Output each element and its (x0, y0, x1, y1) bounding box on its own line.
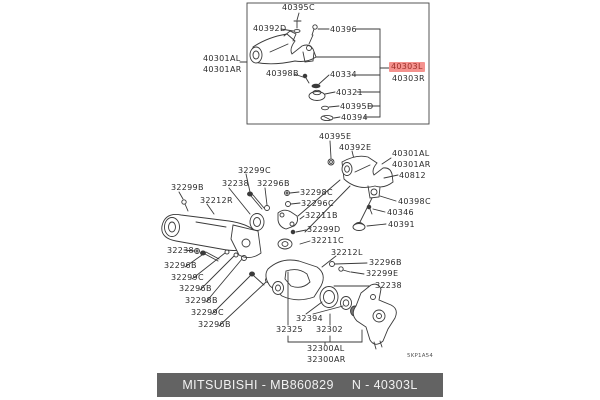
part-label: 32298B (185, 296, 218, 305)
part-label: 32299D (307, 225, 341, 234)
part-label: 32299C (238, 166, 271, 175)
part-label: 40396 (330, 25, 357, 34)
hub-knuckle-art (265, 255, 397, 350)
part-label: 32299C (191, 308, 224, 317)
mount-hardware-art (277, 190, 311, 250)
part-label: 40301AL (392, 149, 430, 158)
part-label: 32296B (198, 320, 231, 329)
part-label: 40394 (341, 113, 368, 122)
part-label: 32212L (331, 248, 363, 257)
part-label: 32394 (296, 314, 323, 323)
part-label: 32296B (179, 284, 212, 293)
part-label: 5KP1A54 (407, 353, 434, 359)
part-label: 32296B (164, 261, 197, 270)
part-label: 40303R (392, 74, 425, 83)
part-label: 32296B (369, 258, 402, 267)
part-label-highlighted: 40303L (389, 62, 425, 72)
part-label: 32296C (301, 199, 334, 208)
part-label: 40395D (340, 102, 374, 111)
part-label: 40392E (339, 143, 372, 152)
part-label: 32212R (200, 196, 233, 205)
part-label: 32299C (171, 273, 204, 282)
part-label: 40398B (266, 69, 299, 78)
part-label: 32302 (316, 325, 343, 334)
part-label: 40392D (253, 24, 287, 33)
part-label: 40391 (388, 220, 415, 229)
part-label: 32298C (300, 188, 333, 197)
part-label: 40812 (399, 171, 426, 180)
part-label: 40301AL (203, 54, 241, 63)
part-label: 40395C (282, 3, 315, 12)
part-label: 40334 (330, 70, 357, 79)
part-label: 32296B (257, 179, 290, 188)
part-label: 32300AL (307, 344, 345, 353)
footer-ref-number: N - 40303L (351, 378, 418, 392)
part-label: 32238 (167, 246, 194, 255)
part-label: 40301AR (203, 65, 242, 74)
rear-upper-arm-art (297, 140, 399, 233)
part-label: 32211C (311, 236, 344, 245)
part-label: 32238 (375, 281, 402, 290)
part-label: 40321 (336, 88, 363, 97)
part-label: 40395E (319, 132, 352, 141)
part-label: 32238 (222, 179, 249, 188)
part-label: 32211B (305, 211, 338, 220)
part-label: 40346 (387, 208, 414, 217)
footer-brand-part: MITSUBISHI - MB860829 (182, 378, 334, 392)
part-label: 40301AR (392, 160, 431, 169)
part-label: 32299E (366, 269, 399, 278)
footer-plate: MITSUBISHI - MB860829 N - 40303L (157, 373, 443, 397)
part-label: 40398C (398, 197, 431, 206)
part-label: 32300AR (307, 355, 346, 364)
top-assembly-box-art (239, 2, 430, 125)
part-label: 32325 (276, 325, 303, 334)
part-label: 32299B (171, 183, 204, 192)
